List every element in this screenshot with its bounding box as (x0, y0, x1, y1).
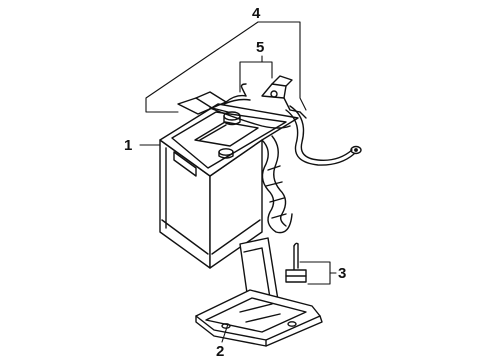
leader-lines (139, 21, 337, 343)
callout-3: 3 (338, 265, 346, 282)
callout-1: 1 (124, 137, 132, 154)
battery (159, 103, 299, 269)
callout-2: 2 (216, 343, 224, 360)
cable-wrap (261, 135, 293, 234)
hold-down-clamp (285, 242, 307, 283)
callout-4: 4 (252, 5, 261, 22)
battery-cables (177, 75, 362, 166)
callout-5: 5 (256, 39, 264, 56)
